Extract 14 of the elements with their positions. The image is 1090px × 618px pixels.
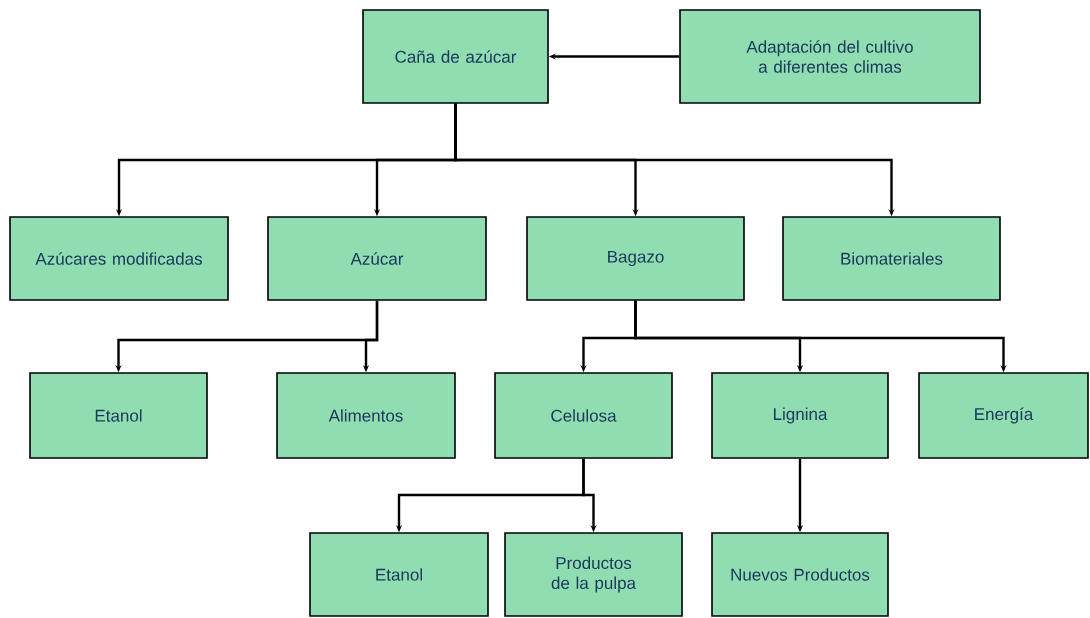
process-box: Etanol	[309, 532, 489, 617]
process-box: Energía	[918, 372, 1089, 459]
process-box: Lignina	[711, 372, 889, 459]
process-box: Biomateriales	[782, 216, 1001, 301]
process-box: Etanol	[29, 372, 208, 459]
process-box: Celulosa	[494, 372, 673, 459]
process-box: Productos de la pulpa	[504, 532, 683, 617]
process-box: Caña de azúcar	[362, 9, 549, 104]
process-box: Azúcar	[267, 216, 487, 301]
process-box: Adaptación del cultivo a diferentes climas	[679, 9, 981, 104]
process-box: Nuevos Productos	[711, 532, 889, 617]
process-box: Azúcares modificadas	[9, 216, 229, 301]
process-box: Alimentos	[276, 372, 456, 459]
process-box: Bagazo	[526, 216, 745, 301]
